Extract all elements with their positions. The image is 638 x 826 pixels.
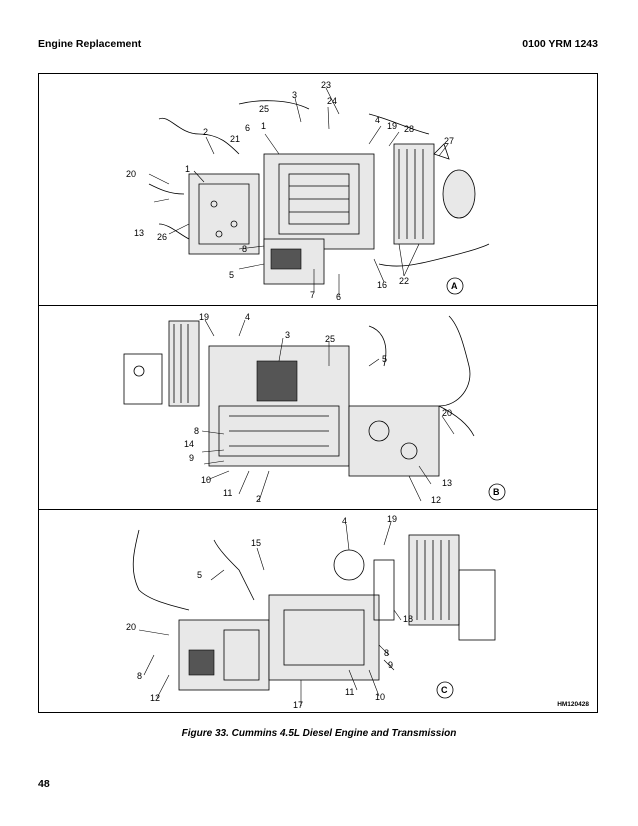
- header-title: Engine Replacement: [38, 38, 142, 50]
- figure-panel-a: 23 3 25 24 6 1 4 19 28 27 2 21 20 1 13 2…: [39, 74, 597, 306]
- callout-27: 27: [444, 136, 454, 146]
- callout-26: 26: [157, 232, 167, 242]
- callout-10: 10: [375, 692, 385, 702]
- figure-panel-c: 4 19 15 5 18 20 8 9 12 17 11 10 8 C HM12…: [39, 510, 597, 712]
- callout-23: 23: [321, 80, 331, 90]
- callout-8: 8: [242, 244, 247, 254]
- callout-9: 9: [388, 660, 393, 670]
- callout-11: 11: [223, 488, 232, 498]
- callout-16: 16: [377, 280, 387, 290]
- figure-frame: 23 3 25 24 6 1 4 19 28 27 2 21 20 1 13 2…: [38, 73, 598, 713]
- callout-6b: 6: [336, 292, 341, 302]
- callout-7: 7: [310, 290, 315, 300]
- callout-15: 15: [251, 538, 261, 548]
- callout-25: 25: [259, 104, 269, 114]
- callout-17: 17: [293, 700, 303, 710]
- callout-5: 5: [197, 570, 202, 580]
- callout-11: 11: [345, 687, 354, 697]
- engine-drawing-rear-view: 4 19 15 5 18 20 8 9 12 17 11 10 8 C: [126, 514, 496, 710]
- callout-22: 22: [399, 276, 409, 286]
- callout-3: 3: [292, 90, 297, 100]
- callout-14: 14: [184, 439, 194, 449]
- figure-caption: Figure 33. Cummins 4.5L Diesel Engine an…: [181, 728, 457, 739]
- page-number: 48: [38, 778, 50, 790]
- callout-24: 24: [327, 96, 337, 106]
- callout-8b: 8: [384, 648, 389, 658]
- panel-letter-c: C: [441, 685, 448, 695]
- callout-13: 13: [442, 478, 452, 488]
- panel-letter-b: B: [493, 487, 500, 497]
- callout-4: 4: [245, 312, 250, 322]
- callout-10: 10: [201, 475, 211, 485]
- callout-19: 19: [199, 312, 209, 322]
- header-doc-number: 0100 YRM 1243: [522, 38, 598, 50]
- callout-4: 4: [342, 516, 347, 526]
- callout-2: 2: [256, 494, 261, 504]
- callout-1: 1: [261, 121, 266, 131]
- callout-13: 13: [134, 228, 144, 238]
- callout-2: 2: [203, 127, 208, 137]
- callout-28: 28: [404, 124, 414, 134]
- callout-12: 12: [431, 495, 441, 505]
- callout-5: 5: [382, 354, 387, 364]
- callout-21: 21: [230, 134, 240, 144]
- callout-1b: 1: [185, 164, 190, 174]
- engine-drawing-top-view: 23 3 25 24 6 1 4 19 28 27 2 21 20 1 13 2…: [126, 80, 490, 302]
- callout-18: 18: [403, 614, 413, 624]
- callout-20: 20: [126, 169, 136, 179]
- callout-20: 20: [442, 408, 452, 418]
- figure-panel-b: 19 4 3 25 5 20 8 14 9 10 11 2 13 12 B: [39, 306, 597, 510]
- callout-5: 5: [229, 270, 234, 280]
- callout-25: 25: [325, 334, 335, 344]
- callout-3: 3: [285, 330, 290, 340]
- callout-8: 8: [137, 671, 142, 681]
- callout-19: 19: [387, 514, 397, 524]
- callout-4: 4: [375, 115, 380, 125]
- callout-8: 8: [194, 426, 199, 436]
- callout-9: 9: [189, 453, 194, 463]
- drawing-id: HM120428: [557, 701, 589, 708]
- callout-19: 19: [387, 121, 397, 131]
- callout-12: 12: [150, 693, 160, 703]
- engine-drawing-side-view: 19 4 3 25 5 20 8 14 9 10 11 2 13 12 B: [123, 312, 506, 505]
- panel-letter-a: A: [451, 281, 458, 291]
- callout-6: 6: [245, 123, 250, 133]
- callout-20: 20: [126, 622, 136, 632]
